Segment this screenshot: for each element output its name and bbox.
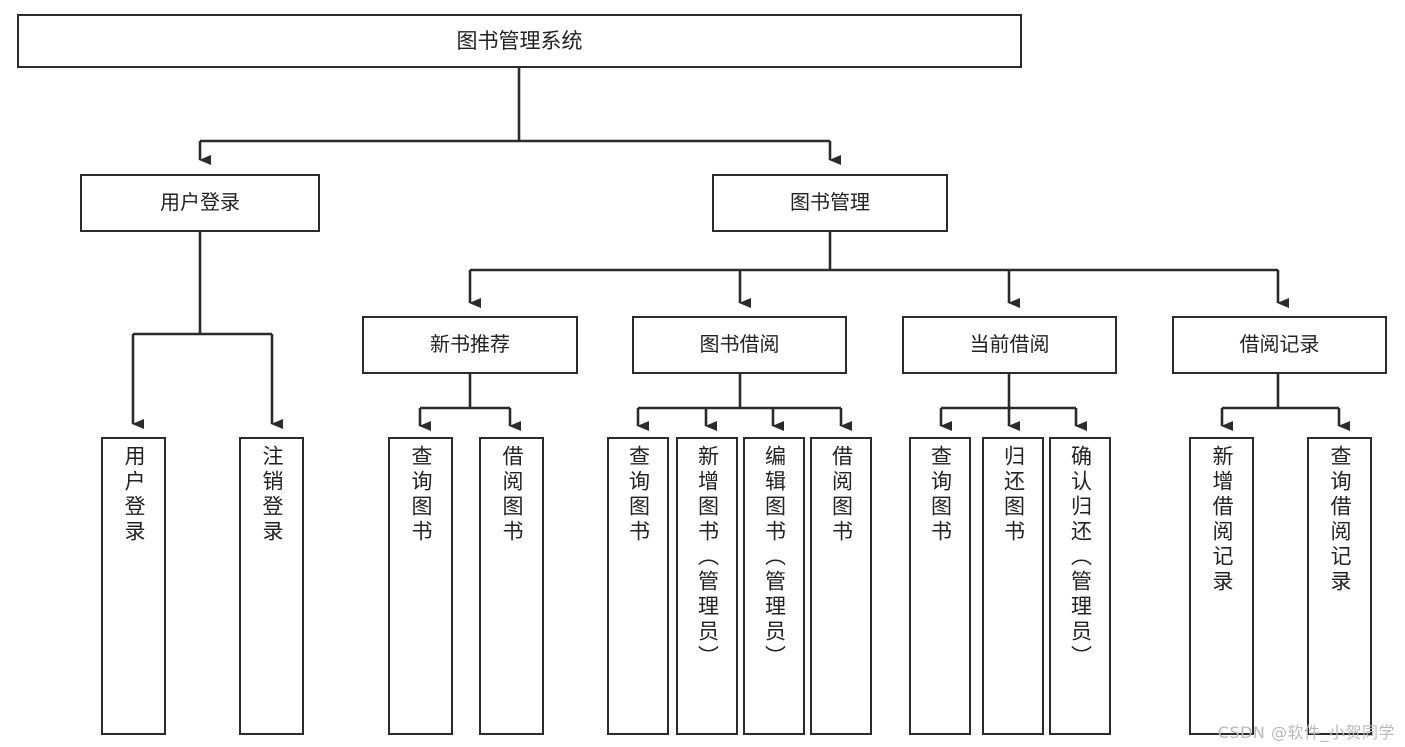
leaf-node-query-book-borrow[interactable]: 查询图书 xyxy=(607,437,669,735)
node-label: 确认归还（管理员） xyxy=(1068,445,1093,670)
leaf-node-query-book-current[interactable]: 查询图书 xyxy=(909,437,971,735)
leaf-node-query-loan-record[interactable]: 查询借阅记录 xyxy=(1307,437,1372,735)
node-label: 查询图书 xyxy=(928,445,953,545)
node-label: 归还图书 xyxy=(1001,445,1026,545)
node-label: 当前借阅 xyxy=(969,332,1050,357)
leaf-node-confirm-return-admin[interactable]: 确认归还（管理员） xyxy=(1049,437,1111,735)
leaf-node-query-book-recommend[interactable]: 查询图书 xyxy=(388,437,453,735)
node-book-management[interactable]: 图书管理 xyxy=(712,174,948,232)
node-label: 图书管理 xyxy=(790,190,870,215)
leaf-node-user-logout[interactable]: 注销登录 xyxy=(239,437,304,735)
node-label: 查询图书 xyxy=(409,445,433,545)
node-loan-records[interactable]: 借阅记录 xyxy=(1172,316,1387,374)
node-book-borrowing[interactable]: 图书借阅 xyxy=(632,316,847,374)
node-user-login[interactable]: 用户登录 xyxy=(80,174,320,232)
leaf-node-add-loan-record[interactable]: 新增借阅记录 xyxy=(1189,437,1254,735)
node-label: 用户登录 xyxy=(122,445,146,545)
leaf-node-user-login[interactable]: 用户登录 xyxy=(101,437,166,735)
node-label: 借阅记录 xyxy=(1239,332,1320,357)
connector-edges xyxy=(131,68,1350,431)
leaf-node-edit-book-admin[interactable]: 编辑图书（管理员） xyxy=(743,437,805,735)
node-label: 图书借阅 xyxy=(699,332,780,357)
leaf-node-borrow-book-recommend[interactable]: 借阅图书 xyxy=(479,437,544,735)
leaf-node-add-book-admin[interactable]: 新增图书（管理员） xyxy=(676,437,738,735)
node-label: 借阅图书 xyxy=(500,445,524,545)
node-label: 图书管理系统 xyxy=(456,28,583,53)
leaf-node-return-book[interactable]: 归还图书 xyxy=(982,437,1044,735)
node-label: 查询借阅记录 xyxy=(1328,445,1352,595)
node-label: 新增借阅记录 xyxy=(1210,445,1234,595)
node-new-book-recommendation[interactable]: 新书推荐 xyxy=(362,316,578,374)
leaf-node-borrow-book[interactable]: 借阅图书 xyxy=(810,437,872,735)
node-current-loans[interactable]: 当前借阅 xyxy=(902,316,1117,374)
node-label: 新书推荐 xyxy=(430,332,510,357)
node-label: 编辑图书（管理员） xyxy=(762,445,787,670)
node-book-management-system[interactable]: 图书管理系统 xyxy=(17,14,1022,68)
node-label: 新增图书（管理员） xyxy=(695,445,720,670)
node-label: 用户登录 xyxy=(160,190,240,215)
node-label: 注销登录 xyxy=(260,445,284,545)
node-label: 借阅图书 xyxy=(829,445,854,545)
node-label: 查询图书 xyxy=(626,445,651,545)
